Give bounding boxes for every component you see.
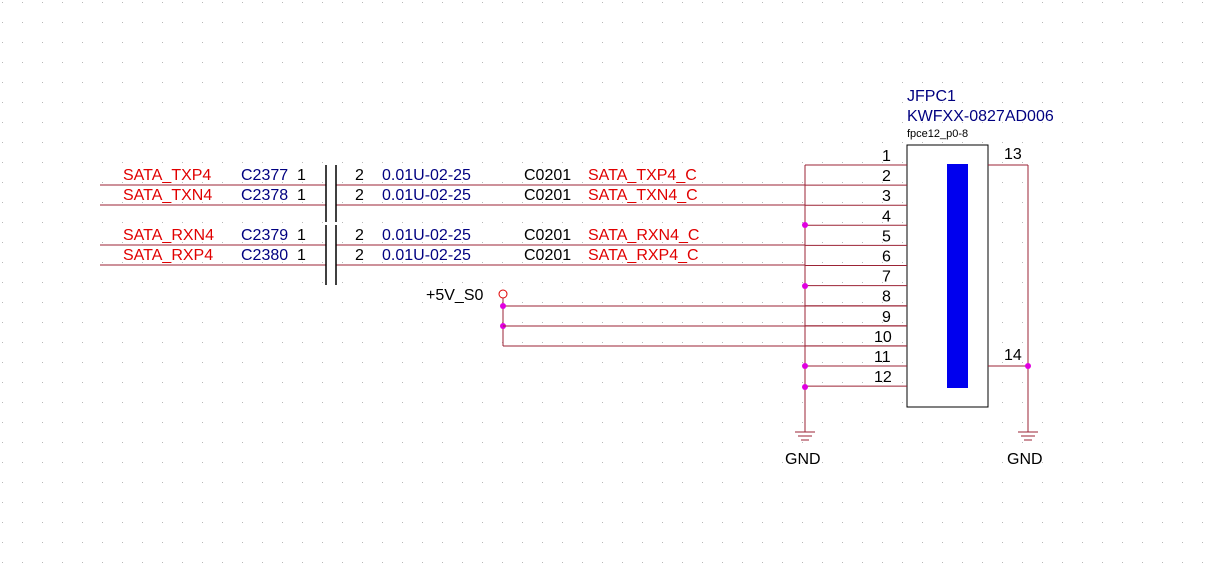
capacitor-value: 0.01U-02-25	[382, 247, 471, 264]
pin-12-number: 12	[874, 369, 892, 386]
junction-dot	[802, 363, 808, 369]
capacitor-package: C0201	[524, 167, 571, 184]
capacitor-refdes: C2377	[241, 167, 288, 184]
junction-dot	[802, 222, 808, 228]
capacitor-value: 0.01U-02-25	[382, 187, 471, 204]
junction-dot	[500, 303, 506, 309]
junction-dot	[1025, 363, 1031, 369]
pin-14-number: 14	[1004, 347, 1022, 364]
pin-9-number: 9	[882, 309, 891, 326]
capacitor-pin2: 2	[355, 187, 364, 204]
capacitor-row-c2378[interactable]: SATA_TXN4 C2378 1 2 0.01U-02-25 C0201 SATA_TXN…	[100, 187, 805, 206]
power-net-5v[interactable]: +5V_S0	[426, 287, 907, 347]
net-label-in: SATA_TXN4	[123, 187, 212, 204]
capacitor-pin1: 1	[297, 227, 306, 244]
capacitor-package: C0201	[524, 227, 571, 244]
pin-5-number: 5	[882, 228, 891, 245]
capacitor-refdes: C2379	[241, 227, 288, 244]
connector-refdes: JFPC1	[907, 88, 956, 105]
capacitor-package: C0201	[524, 247, 571, 264]
gnd-symbol-left[interactable]: GND	[785, 431, 821, 468]
pin-4-number: 4	[882, 208, 891, 225]
capacitor-value: 0.01U-02-25	[382, 227, 471, 244]
net-label-in: SATA_RXN4	[123, 227, 214, 244]
capacitor-pin1: 1	[297, 167, 306, 184]
capacitor-row-c2380[interactable]: SATA_RXP4 C2380 1 2 0.01U-02-25 C0201 SATA_RXP…	[100, 247, 805, 266]
connector-part-number: KWFXX-0827AD006	[907, 108, 1054, 125]
capacitor-pin1: 1	[297, 247, 306, 264]
pin-1-number: 1	[882, 148, 891, 165]
connector-footprint: fpce12_p0-8	[907, 128, 968, 140]
gnd-label-right: GND	[1007, 451, 1043, 468]
pin-11-number: 11	[874, 349, 891, 366]
pin-2-number: 2	[882, 168, 891, 185]
connector-body-fill	[947, 164, 968, 388]
net-label-out: SATA_RXN4_C	[588, 227, 699, 244]
pin-13-number: 13	[1004, 146, 1022, 163]
junction-dot	[802, 384, 808, 390]
net-label-out: SATA_RXP4_C	[588, 247, 699, 264]
capacitor-pin1: 1	[297, 187, 306, 204]
capacitor-row-c2379[interactable]: SATA_RXN4 C2379 1 2 0.01U-02-25 C0201 SATA_RXN…	[100, 227, 805, 246]
net-label-out: SATA_TXP4_C	[588, 167, 697, 184]
capacitor-pin2: 2	[355, 247, 364, 264]
mount-pins: 13 14	[988, 146, 1031, 432]
pin-10-number: 10	[874, 329, 892, 346]
capacitor-pin2: 2	[355, 167, 364, 184]
net-label-out: SATA_TXN4_C	[588, 187, 698, 204]
power-port-symbol	[498, 289, 508, 299]
gnd-symbol-right[interactable]: GND	[1007, 431, 1043, 468]
capacitor-refdes: C2380	[241, 247, 288, 264]
power-label: +5V_S0	[426, 287, 483, 304]
capacitor-pin2: 2	[355, 227, 364, 244]
gnd-label-left: GND	[785, 451, 821, 468]
capacitor-value: 0.01U-02-25	[382, 167, 471, 184]
pin-7-number: 7	[882, 269, 891, 286]
net-label-in: SATA_TXP4	[123, 167, 211, 184]
capacitor-row-c2377[interactable]: SATA_TXP4 C2377 1 2 0.01U-02-25 C0201 SATA_TXP…	[100, 167, 805, 186]
net-label-in: SATA_RXP4	[123, 247, 213, 264]
capacitor-refdes: C2378	[241, 187, 288, 204]
connector-jfpc1[interactable]: JFPC1 KWFXX-0827AD006 fpce12_p0-8	[906, 88, 1054, 408]
junction-dot	[802, 283, 808, 289]
gnd-net-left	[802, 164, 907, 432]
pin-8-number: 8	[882, 289, 891, 306]
capacitor-package: C0201	[524, 187, 571, 204]
pin-3-number: 3	[882, 188, 891, 205]
pin-6-number: 6	[882, 249, 891, 266]
